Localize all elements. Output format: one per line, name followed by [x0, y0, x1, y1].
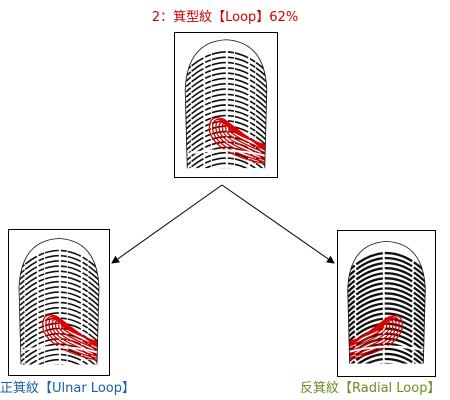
ulnar-loop-label: 正箕紋【Ulnar Loop】 — [0, 381, 135, 396]
radial-loop-label: 反箕紋【Radial Loop】 — [300, 381, 441, 396]
fingerprint-ulnar-loop-icon — [18, 238, 100, 365]
loop-label: 2：箕型紋【Loop】62% — [151, 10, 299, 25]
ulnar-loop-fingerprint-card — [8, 229, 110, 376]
arrow-to-radial — [221, 184, 335, 264]
radial-loop-fingerprint-card — [337, 230, 436, 377]
fingerprint-radial-loop-icon — [347, 241, 426, 364]
loop-fingerprint-card — [174, 32, 278, 178]
fingerprint-loop-icon — [184, 39, 268, 169]
arrow-to-ulnar — [111, 184, 223, 264]
